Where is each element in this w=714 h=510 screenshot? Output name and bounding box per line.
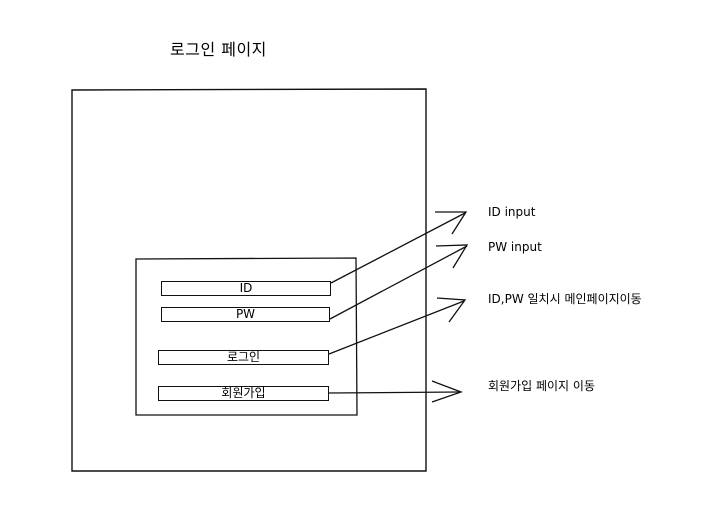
arrowhead-id	[435, 211, 468, 235]
arrow-pw	[329, 245, 468, 320]
annotation-id-input: ID input	[488, 205, 536, 219]
arrow-login	[328, 300, 465, 355]
id-input-label: ID	[239, 281, 253, 295]
arrowhead-login	[436, 297, 467, 323]
signup-button[interactable]: 회원가입	[158, 386, 329, 401]
page-frame	[71, 88, 427, 472]
id-input[interactable]: ID	[161, 281, 331, 296]
arrowhead-pw	[435, 244, 469, 269]
login-box	[135, 257, 358, 416]
pw-input-label: PW	[235, 307, 256, 321]
arrowhead-signup	[431, 380, 463, 403]
signup-button-label: 회원가입	[221, 386, 266, 400]
annotation-login-action: ID,PW 일치시 메인페이지이동	[488, 292, 642, 306]
arrow-id	[330, 212, 466, 284]
login-button-label: 로그인	[226, 350, 261, 364]
annotation-pw-input: PW input	[488, 240, 542, 254]
annotation-signup-action: 회원가입 페이지 이동	[488, 379, 595, 393]
pw-input[interactable]: PW	[161, 307, 330, 322]
arrow-signup	[328, 391, 461, 394]
login-button[interactable]: 로그인	[158, 350, 329, 365]
page-title: 로그인 페이지	[170, 40, 267, 59]
